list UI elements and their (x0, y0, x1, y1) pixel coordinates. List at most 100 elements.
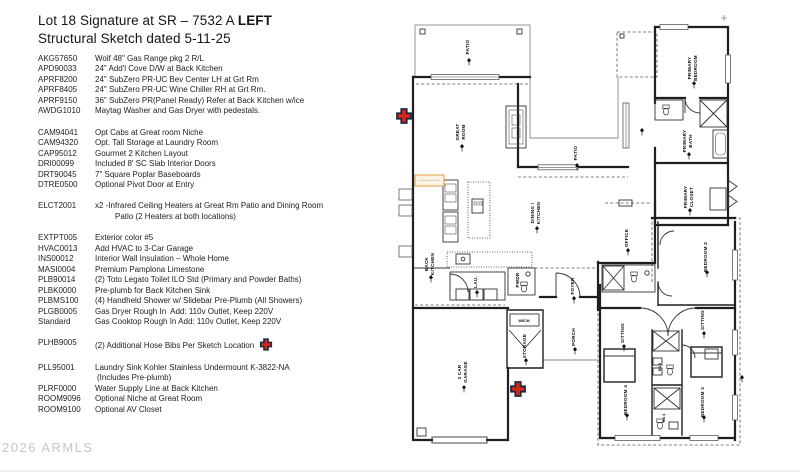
spec-code: ROOM9096 (38, 394, 81, 404)
spec-desc: Wolf 48" Gas Range pkg 2 R/L (95, 54, 204, 63)
room-label-sitting-left: SITTING (620, 323, 625, 343)
bottom-divider (0, 470, 800, 472)
spec-desc: Optional Niche at Great Room (95, 394, 203, 404)
spec-desc: Exterior color #5 (95, 233, 154, 243)
page-title: Lot 18 Signature at SR – 7532 A LEFT Str… (38, 12, 272, 47)
spec-group-sinks-rooms: PLL95001 Laundry Sink Kohler Stainless Un… (38, 363, 400, 415)
armls-watermark: 2026 ARMLS (2, 440, 94, 455)
spec-desc: 24" SubZero PR-UC Bev Center LH at Grt R… (95, 74, 259, 84)
room-label-bedroom3: BEDROOM 3 (700, 387, 705, 417)
room-label-primary-bedroom-1: PRIMARY (687, 57, 692, 80)
spec-desc: Maytag Washer and Gas Dryer with pedesta… (95, 106, 261, 116)
great-room-media-wall (505, 105, 527, 149)
dashed-lines (415, 83, 741, 446)
spec-code: AKG57650 (38, 54, 78, 63)
room-label-patio-top: PATIO (465, 40, 470, 55)
office-and-bath (601, 199, 656, 293)
hose-bib-markers (396, 108, 526, 397)
spec-desc-text: (2) Additional Hose Bibs Per Sketch Loca… (95, 341, 255, 351)
room-label-sitting-right: SITTING (700, 310, 705, 330)
spec-code: DTRE0500 (38, 179, 78, 189)
spec-row: APRF8405 24" SubZero PR-UC Wine Chiller R… (38, 85, 400, 95)
title-line-1: Lot 18 Signature at SR – 7532 A LEFT (38, 12, 272, 30)
room-label-primary-bath-1: PRIMARY (682, 130, 687, 153)
room-label-great-room-1: GREAT (455, 124, 460, 141)
hose-bib-cross-great-room (396, 108, 412, 124)
room-label-bedroom2: BEDROOM 2 (703, 242, 708, 272)
floor-plan: PATIO GREAT ROOM PATIO PRIMARY BEDROOM P… (396, 15, 745, 446)
spec-code: EXTPT005 (38, 233, 78, 243)
spec-desc: Laundry Sink Kohler Stainless Undermount… (95, 362, 290, 372)
spec-desc: 24" SubZero PR-UC Wine Chiller RH at Grt… (95, 85, 266, 95)
room-label-storage: STORAGE (522, 334, 527, 358)
spec-row: AWDG1010 Maytag Washer and Gas Dryer with… (38, 106, 400, 116)
spec-code: APRF9150 (38, 95, 78, 105)
spec-group-appliances: AKG57650 Wolf 48" Gas Range pkg 2 R/L APD… (38, 54, 400, 117)
spec-row: DRT90045 7" Square Poplar Baseboards (38, 170, 400, 180)
spec-desc: Gourmet 2 Kitchen Layout (95, 148, 188, 158)
spec-code: CAP95012 (38, 148, 77, 158)
spec-desc: Included 8' SC Slab Interior Doors (95, 159, 216, 169)
room-label-porch: PORCH (571, 328, 576, 346)
door-swings (449, 97, 701, 359)
spec-desc: (4) Handheld Shower w/ Slidebar Pre-Plum… (95, 296, 303, 306)
spec-row: PLHB9005 (2) Additional Hose Bibs Per Ske… (38, 338, 400, 352)
spec-row: PLB90014 (2) Toto Legato Toilet ILO Std (… (38, 275, 400, 285)
spec-code: PLB90014 (38, 275, 76, 285)
spec-code: Standard (38, 316, 71, 326)
spec-desc: Add HVAC to 3-Car Garage (95, 243, 194, 253)
title-line-2: Structural Sketch dated 5-11-25 (38, 30, 231, 46)
spec-desc: 7" Square Poplar Baseboards (95, 169, 201, 179)
room-label-dining-kitchen-2: KITCHEN (536, 201, 541, 224)
windows (398, 24, 738, 441)
spec-code: ROOM9100 (38, 404, 81, 414)
spec-row: EXTPT005 Exterior color #5 (38, 233, 400, 243)
spec-desc: (2) Toto Legato Toilet ILO Std (Primary … (95, 275, 302, 285)
spec-code: PLL95001 (38, 362, 75, 372)
room-label-primary-closet-2: CLOSET (689, 187, 694, 207)
room-label-mech: MECH. (519, 319, 531, 323)
spec-code: PLHB9005 (38, 338, 77, 348)
primary-suite-fixtures (654, 15, 738, 211)
bedroom-wing-fixtures (603, 330, 723, 430)
room-label-primary-closet-1: PRIMARY (683, 186, 688, 209)
spec-desc: Optional Pivot Door at Entry (95, 179, 195, 189)
spec-code: DRT90045 (38, 169, 77, 179)
title-left-bold: LEFT (237, 13, 273, 28)
spec-row: ROOM9096 Optional Niche at Great Room (38, 394, 400, 404)
spec-code: INS00012 (38, 254, 74, 264)
spec-code: CAM94320 (38, 138, 79, 148)
spec-code: APRF8405 (38, 85, 78, 95)
spec-row: DTRE0500 Optional Pivot Door at Entry (38, 180, 400, 190)
room-label-great-room-2: ROOM (461, 124, 466, 139)
spec-desc: 36" SubZero PR(Panel Ready) Refer at Bac… (95, 95, 305, 105)
hose-bib-cross-garage (510, 381, 526, 397)
spec-code: ELCT2001 (38, 201, 77, 211)
spec-row: PLBMS100(4) Handheld Shower w/ Slidebar … (38, 296, 400, 306)
spec-desc: Gas Dryer Rough In Add: 110v Outlet, Kee… (95, 306, 274, 316)
spec-desc: Gas Cooktop Rough In Add: 110v Outlet, K… (95, 316, 282, 326)
room-label-foyer: FOYER (570, 277, 575, 295)
spec-desc: Opt. Tall Storage at Laundry Room (95, 138, 219, 148)
room-label-patio-court: PATIO (573, 146, 578, 161)
spec-desc: Premium Pamplona Limestone (95, 264, 205, 274)
spec-desc: Interior Wall Insulation – Whole Home (95, 254, 229, 264)
kitchen-fixtures (442, 179, 533, 268)
spec-code: PLRF0000 (38, 383, 77, 393)
spec-row: PLL95001 Laundry Sink Kohler Stainless Un… (38, 363, 400, 373)
spec-desc: Water Supply Line at Back Kitchen (95, 383, 218, 393)
spec-code: AWDG1010 (38, 106, 81, 116)
room-label-primary-bedroom-2: BEDROOM (693, 55, 698, 81)
spec-group-hose-bibs: PLHB9005 (2) Additional Hose Bibs Per Ske… (38, 338, 400, 352)
spec-row: PLRF0000 Water Supply Line at Back Kitche… (38, 384, 400, 394)
